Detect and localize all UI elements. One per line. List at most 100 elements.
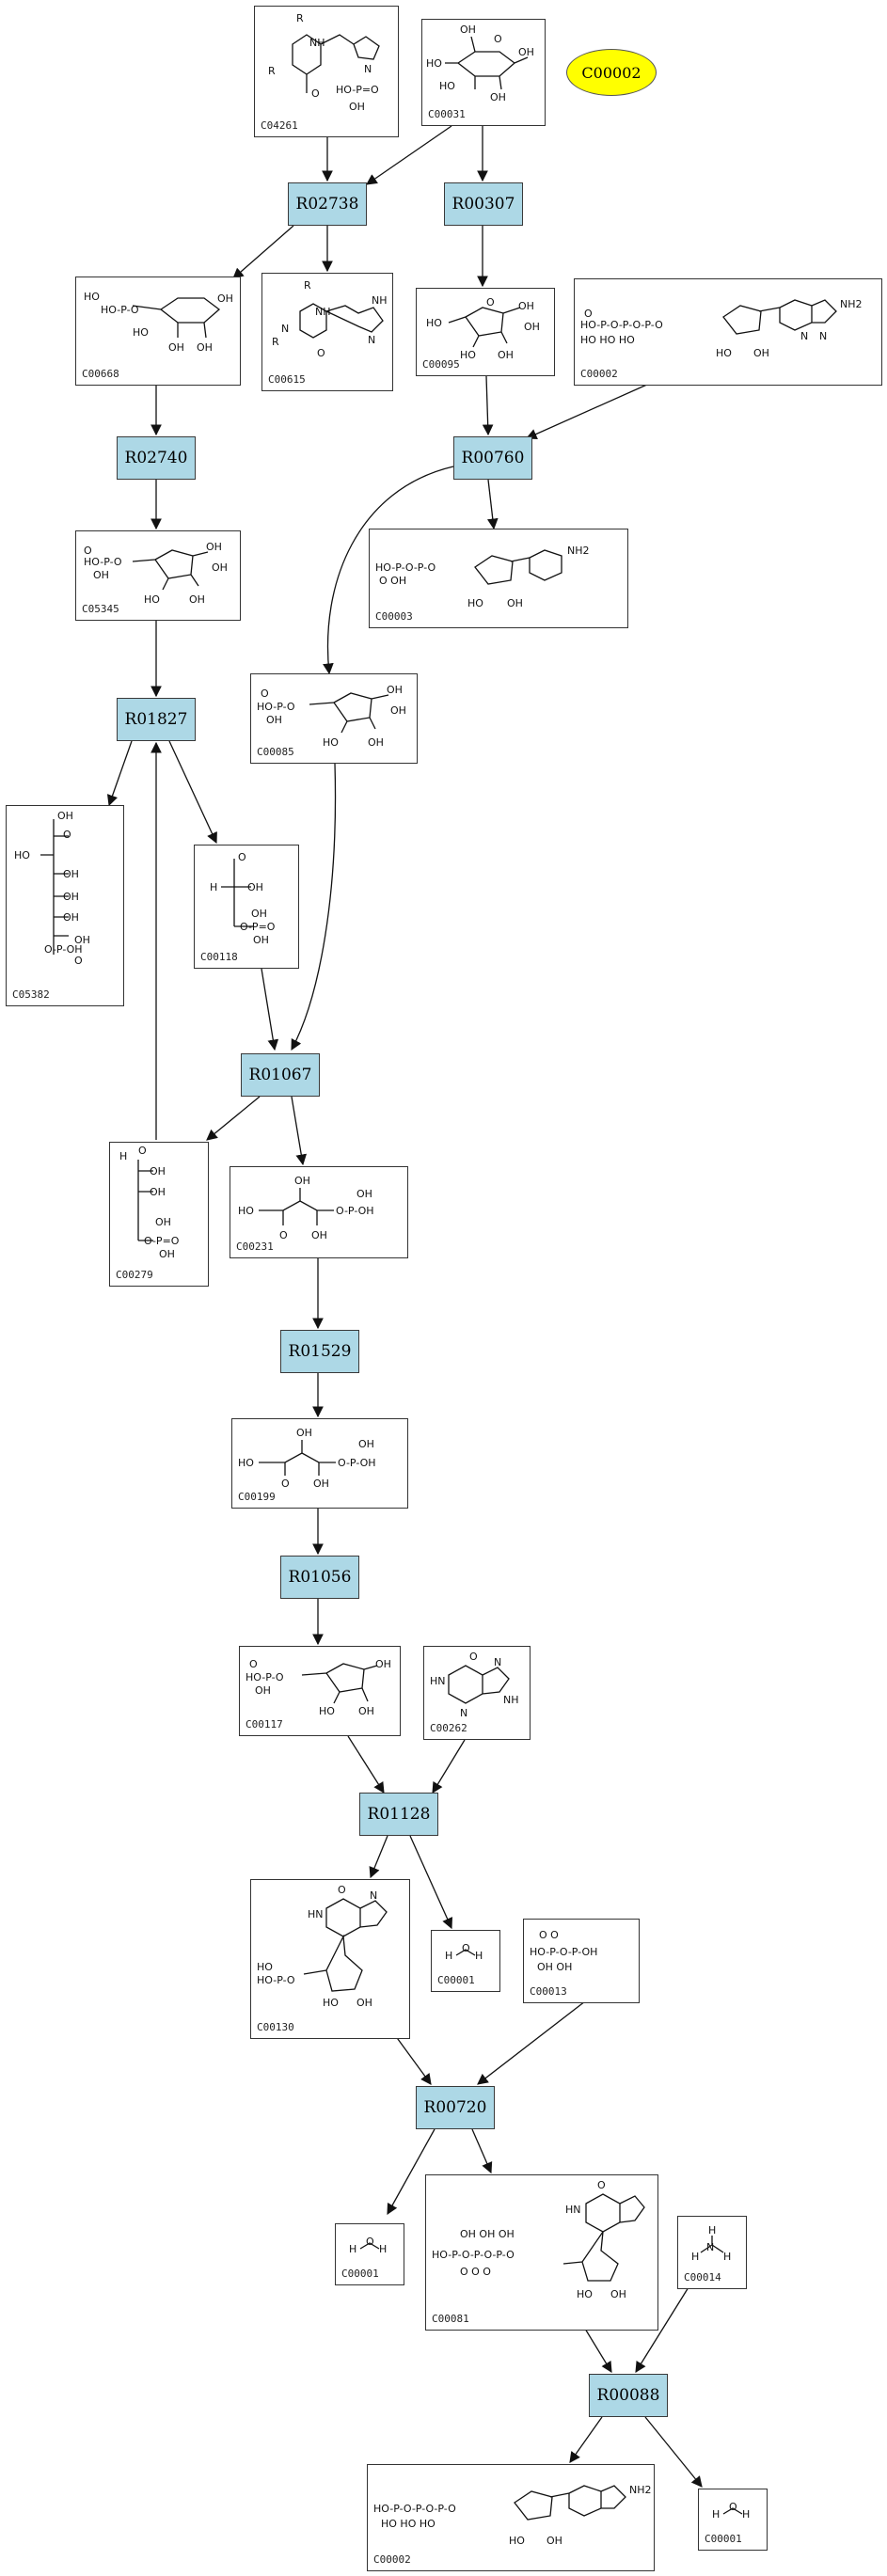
- svg-text:OH: OH: [251, 908, 267, 920]
- reaction-R00307[interactable]: R00307: [444, 182, 523, 226]
- svg-text:HO: HO: [257, 1961, 273, 1973]
- reaction-R01067[interactable]: R01067: [241, 1053, 320, 1097]
- reaction-label: R01128: [367, 1805, 431, 1824]
- compound-id: C00130: [257, 2021, 294, 2033]
- svg-text:O-P=O: O-P=O: [144, 1235, 180, 1247]
- svg-text:OH: OH: [296, 1427, 312, 1439]
- svg-text:O: O: [729, 2501, 737, 2513]
- svg-text:HO-P-O: HO-P-O: [257, 701, 295, 713]
- edge-C00085-R01067: [291, 763, 337, 1051]
- edge-C00014-R00088: [635, 2286, 689, 2373]
- svg-text:R: R: [272, 336, 279, 348]
- svg-text:NH: NH: [309, 37, 325, 49]
- legend-ellipse[interactable]: C00002: [566, 49, 657, 96]
- svg-text:HO: HO: [14, 849, 30, 861]
- reaction-R02738[interactable]: R02738: [288, 182, 367, 226]
- reaction-R02740[interactable]: R02740: [117, 436, 196, 480]
- reaction-R01827[interactable]: R01827: [117, 698, 196, 741]
- reaction-R01056[interactable]: R01056: [280, 1556, 359, 1599]
- svg-text:HO: HO: [323, 736, 339, 749]
- svg-text:N: N: [460, 1707, 467, 1719]
- svg-text:H: H: [691, 2251, 699, 2263]
- svg-text:O: O: [597, 2179, 606, 2191]
- svg-text:OH: OH: [247, 881, 263, 893]
- edge-C00262-R01128: [432, 1739, 466, 1794]
- svg-text:OH: OH: [159, 1248, 175, 1260]
- svg-text:OH: OH: [93, 569, 109, 581]
- reaction-R01128[interactable]: R01128: [359, 1793, 438, 1836]
- svg-text:H: H: [712, 2508, 720, 2521]
- edge-R02738-C00668: [232, 225, 294, 279]
- svg-text:H: H: [708, 2224, 716, 2236]
- structure-drawing: HOH: [712, 2501, 750, 2521]
- svg-text:OH: OH: [546, 2535, 562, 2547]
- svg-text:H: H: [475, 1950, 483, 1962]
- svg-text:O: O: [281, 1478, 290, 1490]
- svg-text:O-P-OH: O-P-OH: [336, 1205, 374, 1217]
- svg-text:O: O: [317, 347, 325, 359]
- compound-id: C00031: [428, 108, 466, 120]
- svg-text:HO: HO: [467, 597, 483, 609]
- svg-text:HO: HO: [426, 317, 442, 329]
- svg-text:O: O: [279, 1229, 288, 1241]
- svg-text:O: O: [494, 33, 502, 45]
- svg-text:HO: HO: [439, 80, 455, 92]
- svg-text:OH: OH: [294, 1175, 310, 1187]
- svg-text:N: N: [281, 323, 289, 335]
- svg-text:OH: OH: [168, 341, 184, 354]
- compound-id: C00279: [116, 1269, 153, 1281]
- svg-text:OH: OH: [255, 1684, 271, 1697]
- compound-id: C00118: [200, 951, 238, 963]
- svg-text:N: N: [706, 2241, 714, 2253]
- svg-text:OH: OH: [507, 597, 523, 609]
- svg-text:OH: OH: [311, 1229, 327, 1241]
- compound-id: C00002: [580, 368, 618, 380]
- svg-text:R: R: [296, 12, 304, 24]
- reaction-R00720[interactable]: R00720: [416, 2086, 495, 2129]
- svg-text:O: O: [311, 87, 320, 100]
- reaction-R00760[interactable]: R00760: [453, 436, 532, 480]
- edge-R00760-C00085: [323, 466, 454, 675]
- reaction-R01529[interactable]: R01529: [280, 1330, 359, 1373]
- svg-text:OH: OH: [375, 1658, 391, 1670]
- reaction-label: R01067: [248, 1066, 312, 1084]
- svg-text:NH: NH: [372, 294, 388, 307]
- edge-R00720-C00001b: [387, 2128, 436, 2216]
- svg-text:HO HO HO: HO HO HO: [381, 2518, 436, 2530]
- reaction-R00088[interactable]: R00088: [589, 2374, 668, 2417]
- svg-text:OH: OH: [490, 91, 506, 103]
- svg-text:HO-P-O: HO-P-O: [257, 1974, 295, 1986]
- svg-text:O: O: [584, 308, 593, 320]
